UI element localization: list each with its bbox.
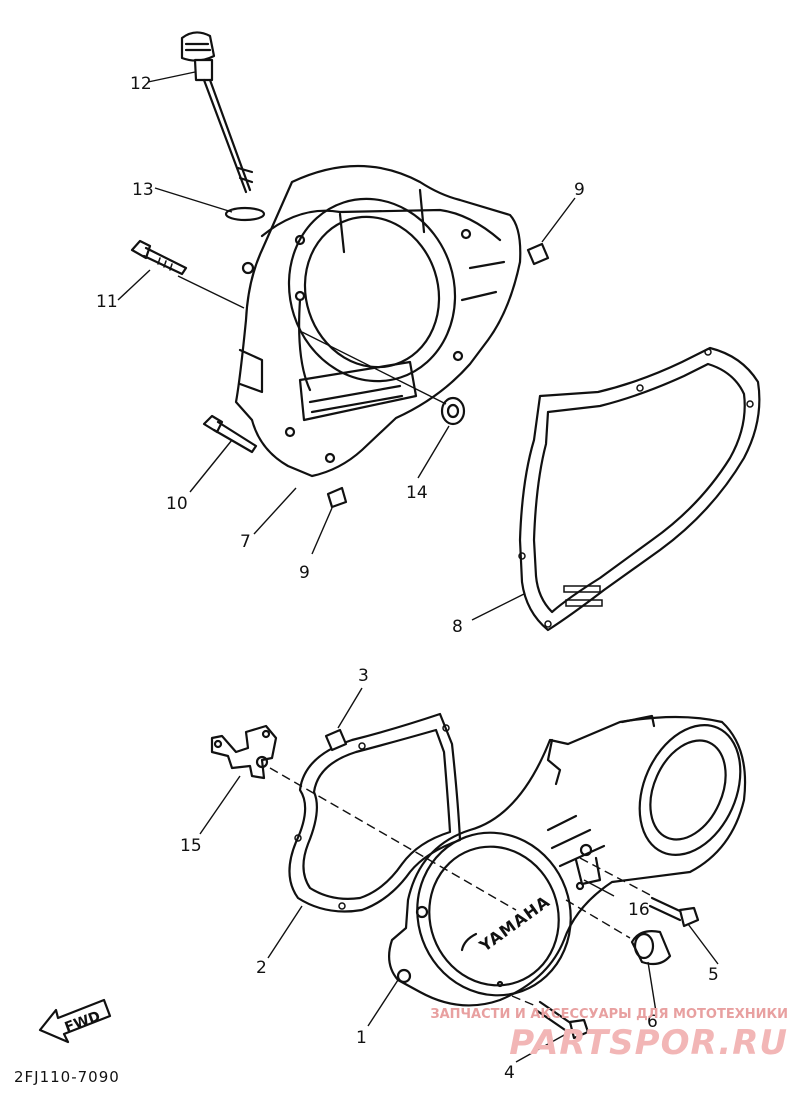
gasket-part-2 bbox=[288, 712, 462, 913]
bolt-part-11 bbox=[130, 239, 188, 276]
dowel-pin-part-9-lower bbox=[326, 486, 348, 509]
callout-10: 10 bbox=[166, 494, 188, 514]
fwd-arrow-icon: FWD bbox=[38, 998, 112, 1044]
plug-part-6 bbox=[630, 930, 672, 966]
callout-16: 16 bbox=[628, 900, 650, 920]
cover-logo: YAMAHA bbox=[475, 892, 554, 956]
o-ring-part-13 bbox=[224, 206, 266, 222]
callout-4: 4 bbox=[504, 1063, 515, 1083]
dipstick-part-12 bbox=[180, 31, 254, 194]
bracket-part-15 bbox=[210, 724, 278, 780]
callout-15: 15 bbox=[180, 836, 202, 856]
gasket-part-8 bbox=[518, 346, 761, 632]
callout-13: 13 bbox=[132, 180, 154, 200]
callout-2: 2 bbox=[256, 958, 267, 978]
callout-9-upper: 9 bbox=[574, 180, 585, 200]
callout-11: 11 bbox=[96, 292, 118, 312]
callout-8: 8 bbox=[452, 617, 463, 637]
watermark-site: PARTSPOR.RU bbox=[509, 1023, 788, 1063]
callout-3: 3 bbox=[358, 666, 369, 686]
bolt-part-10 bbox=[202, 414, 258, 454]
part-code: 2FJ110-7090 bbox=[14, 1068, 120, 1086]
dowel-pin-part-9-upper bbox=[526, 242, 550, 266]
fwd-label: FWD bbox=[63, 1008, 103, 1036]
bolt-part-4 bbox=[534, 1000, 590, 1040]
callout-1: 1 bbox=[356, 1028, 367, 1048]
callout-14: 14 bbox=[406, 483, 428, 503]
crankcase-cover-part-7 bbox=[234, 164, 522, 478]
watermark-tagline: ЗАПЧАСТИ И АКСЕССУАРЫ ДЛЯ МОТОТЕХНИКИ bbox=[430, 1007, 788, 1022]
dowel-pin-part-3 bbox=[324, 728, 348, 752]
bolt-part-5 bbox=[648, 896, 700, 928]
callout-9-lower: 9 bbox=[299, 563, 310, 583]
callout-7: 7 bbox=[240, 532, 251, 552]
callout-12: 12 bbox=[130, 74, 152, 94]
oil-seal-part-14 bbox=[440, 396, 466, 426]
callout-5: 5 bbox=[708, 965, 719, 985]
callout-6: 6 bbox=[647, 1012, 658, 1032]
